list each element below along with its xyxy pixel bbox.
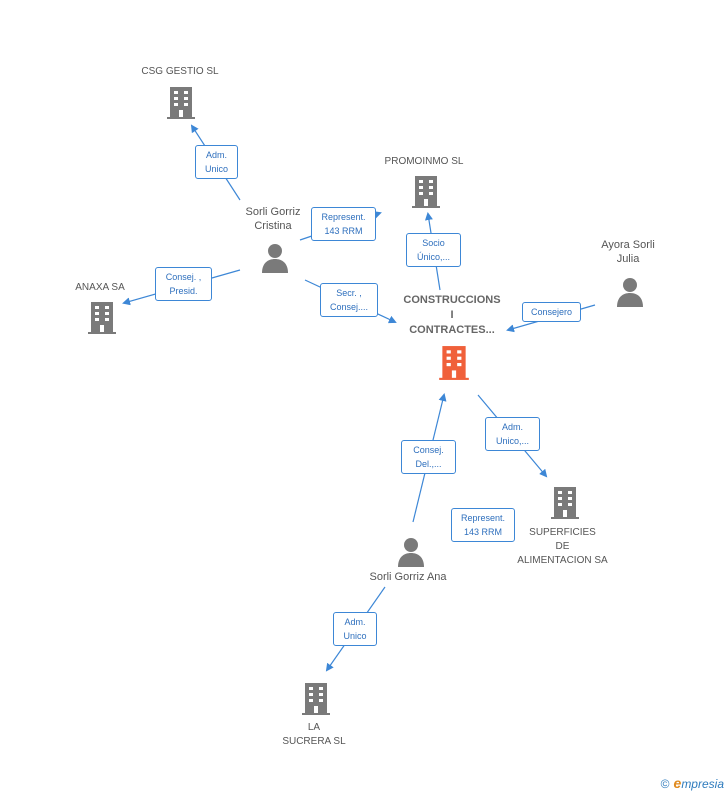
node-label-ayora-sorli-julia[interactable]: Ayora Sorli Julia [578, 238, 678, 266]
relation-label-cristina-anaxa[interactable]: Consej. , Presid. [155, 267, 212, 301]
relation-label-main-superficies[interactable]: Adm. Unico,... [485, 417, 540, 451]
brand-initial: e [673, 775, 682, 791]
copyright-symbol: © [660, 777, 670, 791]
person-icon[interactable] [615, 276, 645, 308]
person-name-line: Sorli Gorriz [245, 206, 301, 218]
node-label-promoinmo[interactable]: PROMOINMO SL [384, 156, 464, 167]
company-name-line: SUPERFICIES [529, 527, 596, 538]
node-label-anaxa[interactable]: ANAXA SA [75, 282, 125, 293]
main-name-line: CONSTRUCCIONS [403, 294, 501, 306]
node-label-main-company[interactable]: CONSTRUCCIONS I CONTRACTES... [382, 293, 522, 338]
company-name-line: DE [555, 541, 570, 552]
node-label-superficies[interactable]: SUPERFICIES DE ALIMENTACION SA [500, 526, 625, 568]
person-icon[interactable] [260, 242, 290, 274]
brand-watermark: ©empresia [661, 775, 724, 791]
building-icon[interactable] [550, 486, 580, 520]
relation-label-ana-sucrera[interactable]: Adm. Unico [333, 612, 377, 646]
company-name-line: SUCRERA SL [282, 736, 346, 747]
relation-label-cristina-csg[interactable]: Adm. Unico [195, 145, 238, 179]
node-label-csg-gestio[interactable]: CSG GESTIO SL [141, 66, 219, 77]
brand-name: mpresia [681, 777, 724, 791]
relation-label-cristina-promoinmo[interactable]: Represent. 143 RRM [311, 207, 376, 241]
company-name-line: ALIMENTACION SA [517, 555, 608, 566]
node-label-sorli-gorriz-cristina[interactable]: Sorli Gorriz Cristina [218, 205, 328, 233]
person-name-line: Ayora Sorli [601, 239, 655, 251]
building-icon[interactable] [87, 301, 117, 335]
person-icon[interactable] [396, 536, 426, 568]
relation-label-julia-main[interactable]: Consejero [522, 302, 581, 322]
building-icon[interactable] [301, 682, 331, 716]
person-name-line: Julia [616, 253, 640, 265]
relation-label-main-promoinmo[interactable]: Socio Único,... [406, 233, 461, 267]
node-label-la-sucrera[interactable]: LA SUCRERA SL [264, 721, 364, 749]
relation-label-ana-main[interactable]: Consej. Del.,... [401, 440, 456, 474]
person-name-line: Cristina [254, 220, 292, 232]
building-icon[interactable] [438, 345, 470, 381]
building-icon[interactable] [166, 86, 196, 120]
relation-label-ana-superficies[interactable]: Represent. 143 RRM [451, 508, 515, 542]
main-name-line: I [450, 309, 454, 321]
node-label-sorli-gorriz-ana[interactable]: Sorli Gorriz Ana [369, 571, 447, 583]
company-name-line: LA [307, 722, 321, 733]
relation-label-cristina-main[interactable]: Secr. , Consej.... [320, 283, 378, 317]
building-icon[interactable] [411, 175, 441, 209]
main-name-line: CONTRACTES... [409, 324, 495, 336]
